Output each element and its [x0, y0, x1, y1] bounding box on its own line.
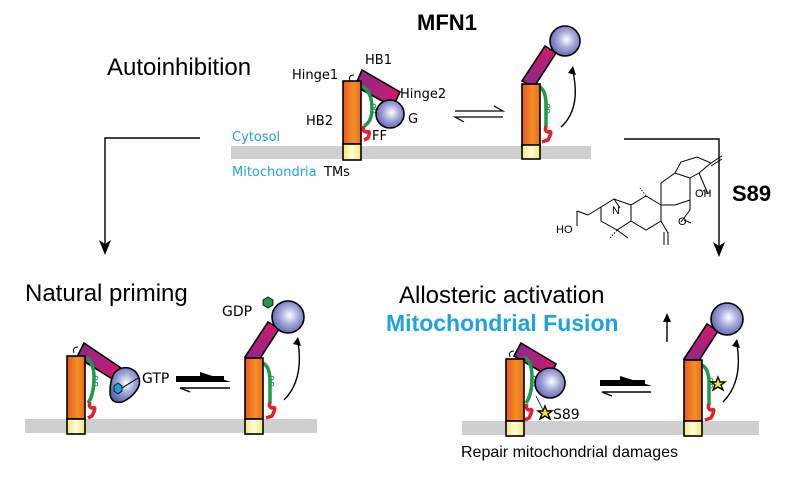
tms-label: TMs [323, 165, 350, 180]
s89-bound-label: S89 [553, 407, 580, 423]
s89-atom-n: N [612, 205, 620, 217]
gtp-label: GTP [142, 371, 169, 387]
hb1-helix [243, 320, 281, 365]
mitochondria-label: Mitochondria [232, 165, 317, 180]
s89-star-icon [708, 375, 728, 392]
g-domain [375, 99, 405, 129]
mfn1-gtp-bound-state [66, 341, 141, 435]
conformational-arrow [283, 341, 301, 401]
hb1-label: HB1 [365, 53, 392, 68]
linker [262, 361, 272, 403]
mfn1-closed-state [342, 68, 405, 161]
panel-allosteric-activation: Allosteric activation Mitochondrial Fusi… [386, 282, 759, 461]
g-domain [109, 366, 141, 404]
s89-atom-o: O [678, 216, 687, 228]
autoinhibition-heading: Autoinhibition [107, 54, 251, 81]
hb1-helix [682, 322, 720, 367]
equilibrium-arrows [452, 105, 506, 123]
hb2-helix [505, 358, 525, 422]
tm-domain [244, 418, 264, 435]
ff-motif [361, 125, 372, 142]
arrow-head-left [99, 240, 111, 255]
repair-damages-caption: Repair mitochondrial damages [461, 444, 678, 461]
tm-domain [521, 144, 541, 160]
hinge2-label: Hinge2 [400, 87, 446, 102]
cytosol-label: Cytosol [232, 130, 280, 145]
natural-priming-heading: Natural priming [25, 280, 188, 307]
mitochondrial-fusion-label: Mitochondrial Fusion [386, 310, 619, 336]
mfn1-s89-bound-state [505, 341, 566, 437]
linker [701, 363, 711, 405]
tm-domain [683, 420, 703, 437]
gdp-molecule [262, 296, 274, 309]
tm-domain [66, 418, 86, 435]
s89-compound-name: S89 [732, 181, 771, 206]
ff-motif [541, 125, 553, 144]
gdp-label: GDP [222, 304, 252, 320]
arrow-to-allosteric-activation [624, 138, 720, 248]
panel-natural-priming: Natural priming GTP [25, 280, 317, 435]
arrow-head-right [713, 242, 725, 257]
mfn1-gdp-released-state [243, 296, 305, 435]
g-domain [534, 367, 566, 399]
s89-atom-oh: OH [695, 188, 712, 200]
hb2-helix [521, 83, 541, 148]
tm-domain [505, 420, 525, 437]
ff-motif [704, 403, 716, 422]
ff-label: FF [372, 129, 387, 144]
s89-atom-ho: HO [556, 224, 573, 236]
conformational-arrow [722, 343, 740, 403]
hb2-helix [66, 355, 86, 420]
g-domain [271, 300, 305, 334]
g-domain-label: G [408, 112, 418, 127]
linker [361, 84, 374, 128]
conformational-arrow [560, 71, 576, 128]
hinge1-label: Hinge1 [292, 68, 338, 83]
hb2-helix [342, 80, 362, 145]
tm-domain [342, 143, 362, 161]
mfn1-activated-state [682, 302, 744, 437]
hb2-helix [683, 359, 703, 422]
hb2-label: HB2 [306, 114, 333, 129]
g-domain [710, 302, 744, 336]
membrane-autoinhibition [231, 146, 591, 159]
ff-motif [87, 401, 97, 420]
hb2-helix [244, 357, 264, 420]
linker [538, 85, 548, 127]
gtp-molecule [113, 382, 123, 395]
diagram-title: MFN1 [417, 10, 477, 35]
ff-motif [265, 401, 277, 420]
equilibrium-arrows-allosteric [600, 376, 652, 397]
g-domain [549, 25, 581, 57]
hb1-helix [520, 44, 558, 89]
mfn1-open-state [520, 25, 581, 160]
panel-autoinhibition: Autoinhibition Cytosol Mitochondria TMs … [107, 25, 591, 180]
s89-star-icon [535, 404, 555, 421]
allosteric-activation-heading: Allosteric activation [399, 282, 604, 309]
membrane-natural-priming [25, 419, 317, 433]
s89-chemical-structure [576, 155, 723, 245]
arrow-to-natural-priming [104, 137, 200, 246]
equilibrium-arrows-priming [176, 372, 231, 393]
ff-motif [524, 403, 534, 422]
